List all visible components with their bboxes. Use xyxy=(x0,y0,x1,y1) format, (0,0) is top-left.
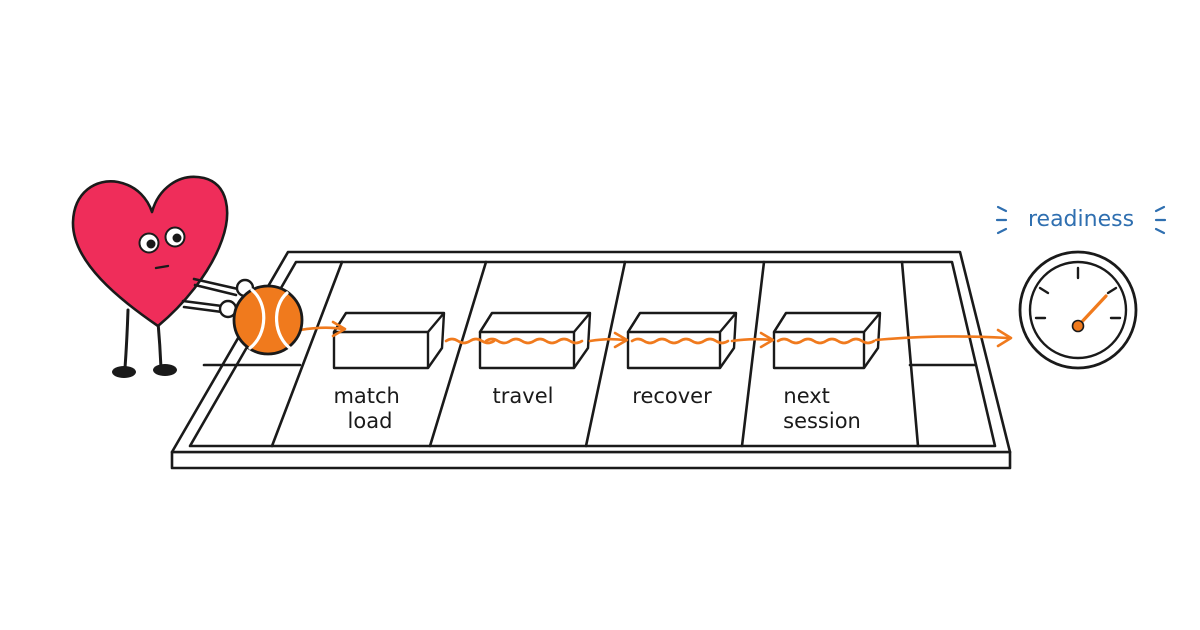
tennis-court xyxy=(170,250,1012,470)
flow-wave-recover xyxy=(630,337,730,345)
stage-tray-match-load xyxy=(332,311,446,370)
flow-arrowhead-3 xyxy=(759,331,775,349)
flow-segment-to-next-session xyxy=(730,337,772,343)
flow-wave-next-session xyxy=(776,337,876,345)
stage-label-recover-line-1: recover xyxy=(632,384,712,408)
court-divider-2 xyxy=(584,260,627,448)
heart-character xyxy=(71,175,255,378)
stage-label-next-session-line-2: session xyxy=(783,409,861,433)
readiness-label-group: readiness xyxy=(995,205,1167,235)
gauge-needle xyxy=(1076,294,1108,328)
gauge-hub xyxy=(1071,319,1085,333)
stage-label-travel: travel xyxy=(493,384,554,408)
heart-mouth xyxy=(154,264,170,270)
flow-segment-to-gauge xyxy=(874,335,1010,342)
heart-left-foot xyxy=(112,366,136,378)
heart-arms xyxy=(181,277,240,314)
heart-right-pupil xyxy=(172,233,182,243)
flow-segment-ball-to-match-load xyxy=(298,326,344,332)
heart-eyes xyxy=(138,226,186,254)
stage-label-match-load: match load xyxy=(333,384,406,433)
flow-segment-to-travel xyxy=(444,337,496,345)
heart-right-foot xyxy=(153,364,177,376)
flow-arrowhead-2 xyxy=(613,331,629,349)
court-divider-1 xyxy=(428,260,488,448)
stage-label-next-session: next session xyxy=(783,384,861,433)
stage-label-travel-line-1: travel xyxy=(493,384,554,408)
readiness-sparkle-left xyxy=(995,205,1008,235)
court-left-alley-line xyxy=(270,260,344,448)
stage-label-next-session-line-1: next xyxy=(783,384,830,408)
gauge-ticks xyxy=(1034,266,1122,320)
court-base-edge xyxy=(170,450,1012,470)
load-flow-path xyxy=(298,320,1013,349)
court-right-alley-line xyxy=(900,260,920,448)
flow-segment-to-recover xyxy=(588,337,626,343)
readiness-label: readiness xyxy=(1028,207,1134,232)
flow-wave-travel xyxy=(484,337,584,345)
heart-left-pupil xyxy=(146,239,156,249)
readiness-gauge-icon xyxy=(1018,250,1138,370)
readiness-sparkle-right xyxy=(1154,205,1167,235)
court-divider-3 xyxy=(740,260,766,448)
tennis-ball-icon xyxy=(232,284,304,356)
stage-label-match-load-line-1: match xyxy=(333,384,399,408)
stage-label-match-load-line-2: load xyxy=(348,409,393,433)
flow-arrowhead-1 xyxy=(331,320,347,338)
stage-label-recover: recover xyxy=(632,384,712,408)
flow-arrowhead-4 xyxy=(996,328,1013,348)
